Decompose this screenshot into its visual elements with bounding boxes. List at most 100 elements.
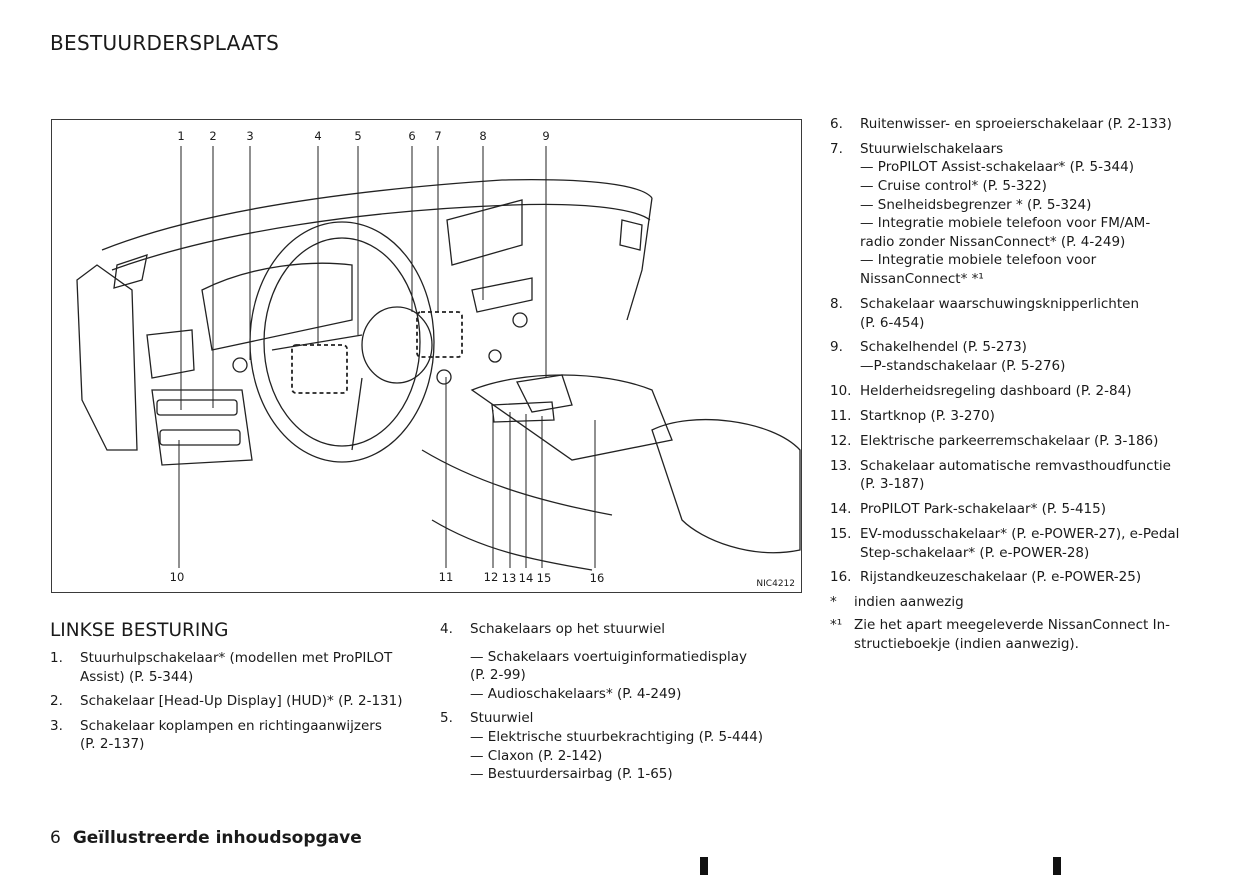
list-item: 7. Stuurwielschakelaars — ProPILOT Assis… bbox=[830, 140, 1200, 289]
item-text: Schakelhendel (P. 5-273) bbox=[860, 339, 1027, 356]
item-number: 4. bbox=[440, 621, 453, 637]
instrument-cluster bbox=[201, 262, 353, 351]
center-console bbox=[470, 374, 673, 461]
callout-12: 12 bbox=[483, 570, 499, 584]
shifter bbox=[516, 374, 573, 413]
footer-title: Geïllustreerde inhoudsopgave bbox=[72, 828, 362, 848]
list-item: 11. Startknop (P. 3-270) bbox=[830, 407, 1200, 426]
seat-line bbox=[431, 519, 593, 571]
crop-mark-left bbox=[700, 857, 708, 875]
wheel-switch-left bbox=[291, 344, 348, 394]
switch-bank-upper bbox=[156, 399, 238, 416]
callout-14: 14 bbox=[518, 571, 534, 585]
item-text: (P. 6-454) bbox=[860, 314, 925, 331]
left-vent bbox=[113, 254, 148, 289]
footnote: *¹ Zie het apart meegeleverde NissanConn… bbox=[830, 616, 1200, 653]
item-number: 10. bbox=[830, 382, 852, 399]
item-text: Assist) (P. 5-344) bbox=[80, 668, 194, 685]
item-text: radio zonder NissanConnect* (P. 4-249) bbox=[860, 233, 1126, 250]
center-vents bbox=[471, 277, 533, 313]
item-number: 16. bbox=[830, 569, 852, 586]
list-item: 6. Ruitenwisser- en sproeierschakelaar (… bbox=[830, 115, 1200, 134]
item-text: (P. 2-137) bbox=[80, 736, 145, 753]
item-number: 5. bbox=[440, 710, 453, 727]
item-text: Step-schakelaar* (P. e-POWER-28) bbox=[860, 544, 1090, 561]
dash-right-edge bbox=[626, 197, 653, 321]
item-number: 11. bbox=[830, 407, 852, 424]
footnote-text: Zie het apart meegeleverde NissanConnect… bbox=[854, 616, 1171, 633]
list-col1: 1. Stuurhulpschakelaar* (modellen met Pr… bbox=[50, 649, 430, 760]
callout-3: 3 bbox=[246, 129, 254, 143]
item-number: 2. bbox=[50, 693, 63, 710]
steering-hub bbox=[361, 306, 433, 384]
footnote: * indien aanwezig bbox=[830, 593, 1200, 612]
switch-bank-lower bbox=[159, 429, 241, 446]
item-text: Ruitenwisser- en sproeierschakelaar (P. … bbox=[860, 116, 1172, 132]
item-number: 13. bbox=[830, 457, 852, 474]
callout-4: 4 bbox=[314, 129, 322, 143]
hazard-button bbox=[512, 312, 528, 328]
list-item: 10. Helderheidsregeling dashboard (P. 2-… bbox=[830, 382, 1200, 401]
callout-10: 10 bbox=[169, 570, 185, 584]
light-switch-knob bbox=[232, 357, 248, 373]
callout-8: 8 bbox=[479, 129, 487, 143]
footnote-mark: *¹ bbox=[830, 616, 843, 633]
item-number: 3. bbox=[50, 717, 63, 734]
dashboard-figure: 1 2 3 4 5 6 7 8 9 10 11 12 13 14 15 16 N… bbox=[51, 119, 802, 593]
callout-2: 2 bbox=[209, 129, 217, 143]
item-text: Stuurwielschakelaars bbox=[860, 140, 1004, 157]
list-item: 12. Elektrische parkeerremschakelaar (P.… bbox=[830, 432, 1200, 451]
list-item: 1. Stuurhulpschakelaar* (modellen met Pr… bbox=[50, 649, 430, 686]
list-item: 2. Schakelaar [Head-Up Display] (HUD)* (… bbox=[50, 692, 430, 711]
list-item: 14. ProPILOT Park-schakelaar* (P. 5-415) bbox=[830, 500, 1200, 519]
list-item-continuation: — Schakelaars voertuiginformatiedisplay … bbox=[440, 648, 810, 704]
left-lower-vent bbox=[146, 329, 195, 379]
right-vent bbox=[619, 219, 643, 251]
callout-7: 7 bbox=[434, 129, 442, 143]
brightness-button bbox=[488, 349, 502, 363]
list-item: 3. Schakelaar koplampen en richtingaanwi… bbox=[50, 717, 430, 754]
item-text: — Schakelaars voertuiginformatiedisplay bbox=[470, 648, 748, 665]
item-text: — Snelheidsbegrenzer * (P. 5-324) bbox=[860, 196, 1092, 213]
figure-code: NIC4212 bbox=[756, 579, 795, 589]
armrest bbox=[651, 419, 801, 554]
page-title: BESTUURDERSPLAATS bbox=[50, 31, 280, 55]
item-text: Schakelaar koplampen en richtingaanwijze… bbox=[80, 717, 382, 734]
item-text: EV-modusschakelaar* (P. e-POWER-27), e-P… bbox=[860, 525, 1180, 542]
item-number: 1. bbox=[50, 650, 63, 666]
steering-wheel-inner bbox=[263, 237, 421, 447]
list-item: 16. Rijstandkeuzeschakelaar (P. e-POWER-… bbox=[830, 568, 1200, 587]
footnote-text: indien aanwezig bbox=[854, 594, 964, 611]
start-button bbox=[436, 369, 452, 385]
item-number: 6. bbox=[830, 116, 843, 132]
list-item: 4. Schakelaars op het stuurwiel bbox=[440, 620, 810, 639]
list-col2: 4. Schakelaars op het stuurwiel — Schake… bbox=[440, 620, 810, 790]
item-number: 9. bbox=[830, 339, 843, 356]
callout-16: 16 bbox=[589, 571, 605, 585]
crop-mark-right bbox=[1053, 857, 1061, 875]
item-text: —P-standschakelaar (P. 5-276) bbox=[860, 358, 1066, 375]
item-text: Rijstandkeuzeschakelaar (P. e-POWER-25) bbox=[860, 569, 1142, 586]
callout-11: 11 bbox=[438, 570, 454, 584]
item-text: Schakelaar automatische remvasthoudfunct… bbox=[860, 457, 1171, 474]
list-item: 13. Schakelaar automatische remvasthoudf… bbox=[830, 457, 1200, 494]
item-text: Schakelaar waarschuwingsknipperlichten bbox=[860, 295, 1140, 312]
item-text: Schakelaar [Head-Up Display] (HUD)* (P. … bbox=[80, 693, 403, 710]
footnote-mark: * bbox=[830, 594, 837, 611]
floor-line bbox=[421, 449, 613, 516]
item-text: ProPILOT Park-schakelaar* (P. 5-415) bbox=[860, 501, 1106, 518]
item-number: 7. bbox=[830, 140, 843, 157]
item-text: Stuurhulpschakelaar* (modellen met ProPI… bbox=[80, 650, 393, 666]
item-number: 15. bbox=[830, 525, 852, 542]
list-col3: 6. Ruitenwisser- en sproeierschakelaar (… bbox=[830, 115, 1200, 657]
steering-wheel-outer bbox=[249, 221, 435, 463]
wheel-spoke-low bbox=[351, 377, 363, 451]
item-text: Startknop (P. 3-270) bbox=[860, 407, 995, 424]
callout-9: 9 bbox=[542, 129, 550, 143]
item-number: 8. bbox=[830, 295, 843, 312]
dash-inner-line bbox=[111, 203, 651, 271]
center-screen bbox=[446, 199, 523, 266]
wheel-spoke-left bbox=[271, 334, 363, 351]
item-number: 14. bbox=[830, 501, 852, 518]
